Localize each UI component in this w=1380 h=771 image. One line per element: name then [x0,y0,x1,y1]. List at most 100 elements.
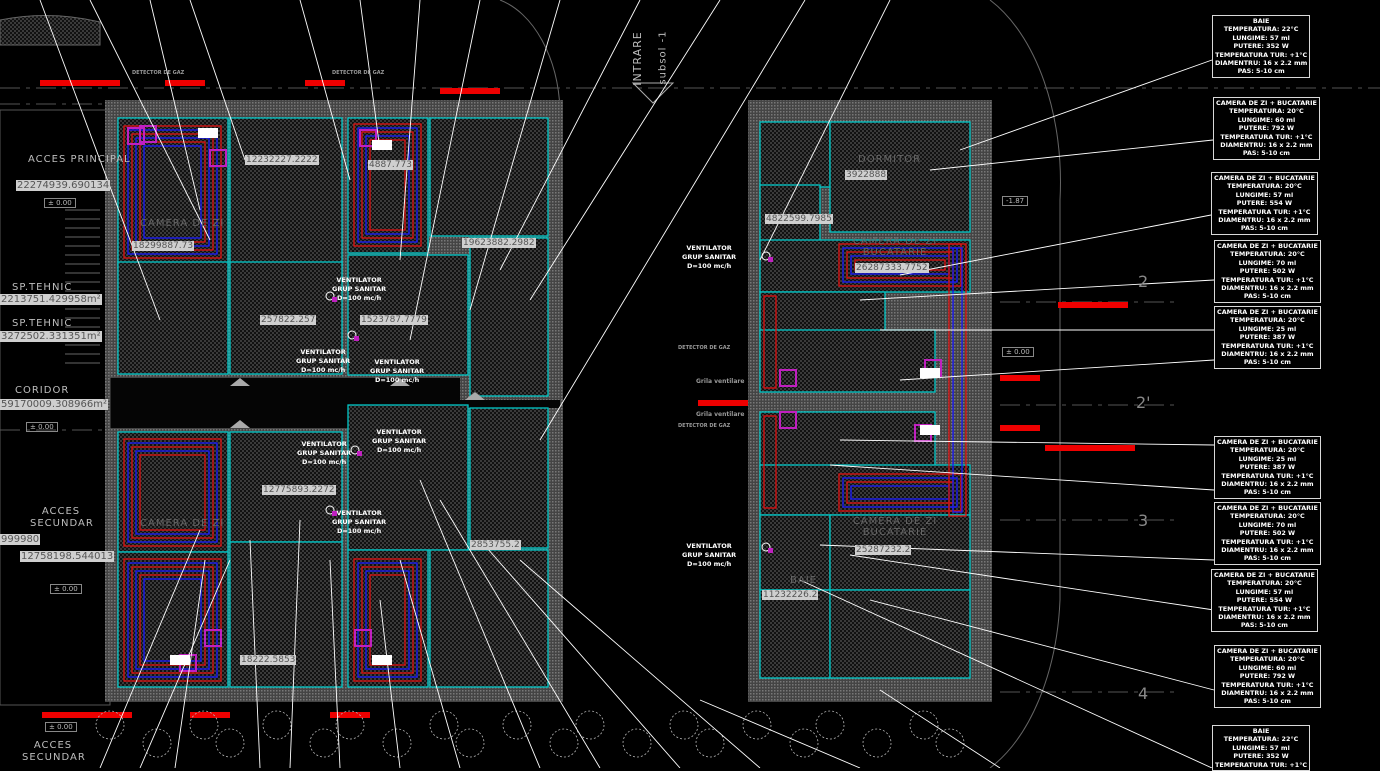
note-diam: DIAMENTRU: 16 x 2.2 mm [1218,613,1311,622]
detector-label: DETECTOR DE GAZ [678,423,731,429]
leader-line [479,539,681,768]
note-title: CAMERA DE ZI + BUCATARIE [1217,504,1318,512]
red-annotation [1000,375,1040,381]
room-outline [469,407,549,549]
note-power: PUTERE: 352 W [1233,42,1289,51]
note-temp: TEMPERATURA: 20°C [1230,250,1305,259]
note-title: CAMERA DE ZI + BUCATARIE [1214,571,1315,579]
note-power: PUTERE: 387 W [1239,333,1296,342]
red-annotation [330,712,370,718]
note-tur: TEMPERATURA TUR: +1°C [1218,604,1311,613]
heating-pipe-loop [365,135,410,235]
heating-pipe-loop [127,129,218,255]
note-pas: PAS: 5-10 cm [1237,67,1285,76]
red-annotation [40,80,120,86]
red-annotation [698,400,748,406]
note-temp: TEMPERATURA: 22°C [1223,25,1299,34]
leader-line [899,359,1215,381]
level-zero-right: ± 0.00 [1002,347,1034,357]
note-length: LUNGIME: 57 ml [1232,33,1290,42]
note-tur: TEMPERATURA TUR: +1°C [1221,471,1314,480]
note-diam: DIAMENTRU: 16 x 2.2 mm [1221,546,1314,555]
note-pas: PAS: 5-10 cm [1243,697,1291,706]
manifold-icon [198,128,218,138]
room-outline [117,551,229,688]
heating-pipe-loop [948,243,967,517]
note-diam: DIAMENTRU: 16 x 2.2 mm [1221,480,1314,489]
tree-icon [455,728,485,758]
room-area: 1523787.7779 [360,315,428,325]
heating-pipe-loop [763,415,777,509]
note-power: PUTERE: 792 W [1238,124,1295,133]
leader-line [39,0,161,321]
heating-pipe-loop [135,570,210,670]
leader-line [539,0,806,441]
direction-arrow-icon [390,378,410,386]
room-outline [229,541,343,688]
level-acces-secundar: ± 0.00 [50,584,82,594]
direction-arrow-icon [230,378,250,386]
label-acces-secundar-2: ACCES SECUNDAR [22,740,86,763]
note-tur: TEMPERATURA TUR: +1°C [1221,341,1314,350]
fan-icon [761,542,771,552]
leader-line [859,279,1215,301]
heating-pipe-loop [127,562,218,678]
room-outline [759,121,831,188]
note-length: LUNGIME: 25 ml [1238,454,1297,463]
heating-pipe-loop [365,570,410,670]
red-annotation [1058,302,1128,308]
label-coridor: CORIDOR [15,385,70,396]
collector-icon [354,629,372,647]
area-sp-tehnic-1: 2213751.429958m² [0,294,102,305]
note-title: CAMERA DE ZI + BUCATARIE [1217,647,1318,655]
note-length: LUNGIME: 60 ml [1237,115,1296,124]
room-area: 12775893.2272 [262,485,336,495]
leader-line [379,599,401,768]
tree-icon [502,710,532,740]
room-area: 257822.257 [260,315,317,325]
note-pas: PAS: 5-10 cm [1243,488,1291,497]
heating-pipe-loop [838,473,962,512]
leader-line [409,0,481,341]
note-temp: TEMPERATURA: 20°C [1230,316,1305,325]
note-pas: PAS: 5-10 cm [1243,292,1291,301]
note-temp: TEMPERATURA: 22°C [1223,735,1299,744]
note-length: LUNGIME: 57 ml [1232,743,1290,752]
note-power: PUTERE: 387 W [1239,463,1296,472]
tree-icon [935,728,965,758]
note-pas: PAS: 5-10 cm [1242,149,1290,158]
leader-line [189,0,246,161]
fan-icon [325,505,335,515]
red-annotation [305,80,345,86]
room-outline [429,117,549,237]
heating-pipe-loop [842,247,958,283]
room-area: 4887.773 [368,160,413,170]
note-diam: DIAMENTRU: 16 x 2.2 mm [1220,141,1313,150]
tree-icon [815,710,845,740]
leader-line [529,0,721,301]
direction-arrow-icon [230,420,250,428]
tree-icon [262,710,292,740]
note-title: CAMERA DE ZI + BUCATARIE [1217,242,1318,250]
collector-icon [779,411,797,429]
note-tur: TEMPERATURA TUR: +1°C [1221,275,1314,284]
level-acces-principal: ± 0.00 [44,198,76,208]
room-camera-de-zi-2: CAMERA DE ZI [140,518,225,529]
leader-line [849,554,1215,611]
note-diam: DIAMENTRU: 16 x 2.2 mm [1221,284,1314,293]
grid-mark: 2' [1136,393,1151,412]
leader-line [959,59,1213,151]
heating-pipe-loop [353,558,422,682]
collector-icon [209,149,227,167]
note-tur: TEMPERATURA TUR: +1°C [1220,132,1313,141]
note-temp: TEMPERATURA: 20°C [1230,512,1305,521]
leader-line [869,599,1215,691]
heating-pipe-loop [361,566,414,674]
